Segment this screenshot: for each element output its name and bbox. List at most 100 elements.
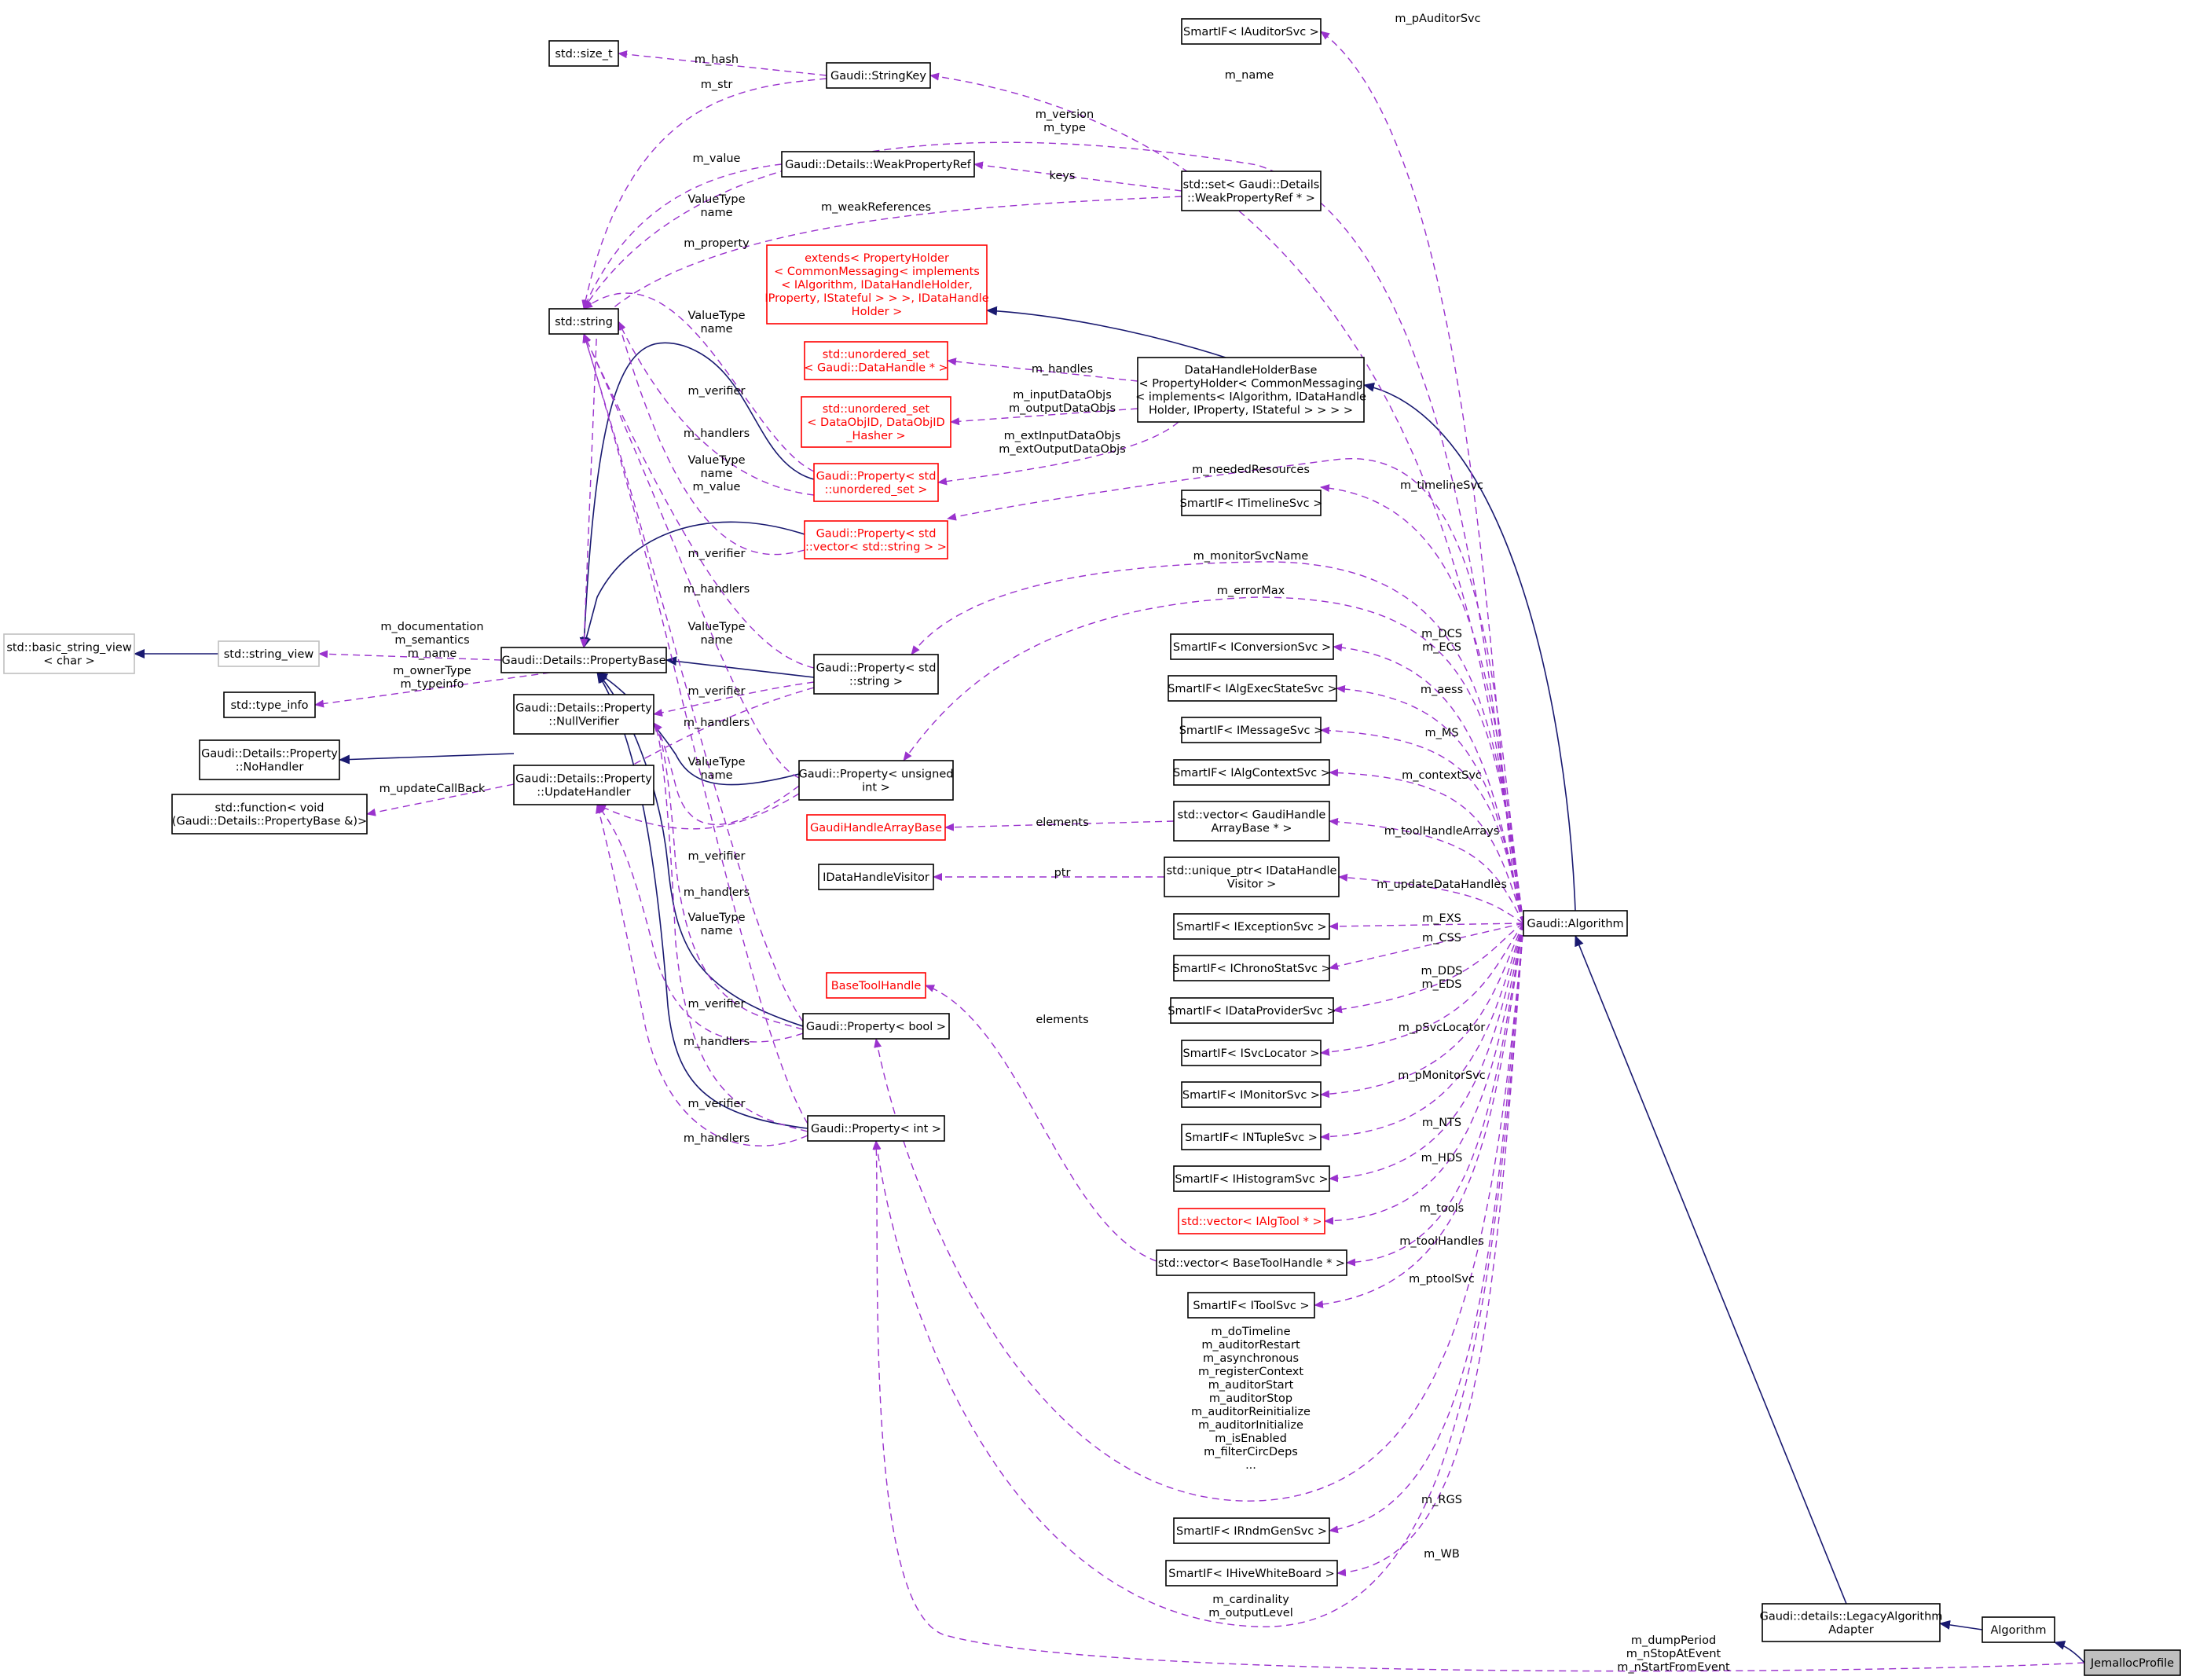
class-node-chronostat[interactable]: SmartIF< IChronoStatSvc > <box>1172 955 1331 981</box>
class-node-updatehandler[interactable]: Gaudi::Details::Property::UpdateHandler <box>513 765 654 805</box>
class-node-size_t[interactable]: std::size_t <box>548 40 619 67</box>
class-node-label: < CommonMessaging< implements <box>774 266 980 278</box>
class-node-vec_algtool[interactable]: std::vector< IAlgTool * > <box>1178 1208 1325 1234</box>
edge-label-vt2: name <box>700 323 732 336</box>
class-node-uset_dh[interactable]: std::unordered_set< Gaudi::DataHandle * … <box>804 341 948 380</box>
class-node-conversionsvc[interactable]: SmartIF< IConversionSvc > <box>1170 633 1334 660</box>
class-node-box <box>500 647 667 673</box>
class-node-vec_bth[interactable]: std::vector< BaseToolHandle * > <box>1156 1249 1347 1276</box>
class-node-svclocator[interactable]: SmartIF< ISvcLocator > <box>1181 1040 1322 1066</box>
class-node-label: SmartIF< ISvcLocator > <box>1182 1047 1319 1060</box>
class-node-messagesvc[interactable]: SmartIF< IMessageSvc > <box>1179 717 1324 743</box>
class-node-basetoolhandle[interactable]: BaseToolHandle <box>826 972 926 999</box>
class-node-label: Gaudi::Property< std <box>816 471 937 483</box>
class-node-stdfunction[interactable]: std::function< void(Gaudi::Details::Prop… <box>171 794 368 834</box>
class-node-box <box>804 341 948 380</box>
class-node-label: SmartIF< IAlgContextSvc > <box>1173 767 1330 779</box>
edge-label-m_pSvcLocator: m_pSvcLocator <box>1399 1022 1485 1034</box>
class-node-basic_sv[interactable]: std::basic_string_view< char > <box>3 633 135 674</box>
edge-label-elements2: elements <box>1036 1014 1088 1026</box>
class-node-label: ::NoHandler <box>236 761 304 774</box>
class-node-algcontext[interactable]: SmartIF< IAlgContextSvc > <box>1173 759 1330 786</box>
edge-label-m_documentation: m_name <box>408 647 457 660</box>
class-node-label: SmartIF< IAlgExecStateSvc > <box>1168 683 1337 695</box>
class-node-box <box>1181 490 1322 516</box>
class-node-setweak[interactable]: std::set< Gaudi::Details::WeakPropertyRe… <box>1181 171 1322 211</box>
class-node-weakref[interactable]: Gaudi::Details::WeakPropertyRef <box>781 151 975 178</box>
usage-edge-45 <box>1320 923 1524 1099</box>
class-node-algorithm[interactable]: Algorithm <box>1982 1616 2055 1643</box>
class-node-label: std::set< Gaudi::Details <box>1183 179 1320 192</box>
class-node-prop_bool[interactable]: Gaudi::Property< bool > <box>802 1013 950 1040</box>
usage-edge-22 <box>618 321 815 496</box>
class-node-vec_gha[interactable]: std::vector< GaudiHandleArrayBase * > <box>1173 801 1330 842</box>
class-node-nullverifier[interactable]: Gaudi::Details::Property::NullVerifier <box>513 694 654 735</box>
class-node-label: Gaudi::Details::PropertyBase <box>501 655 665 667</box>
class-node-box <box>806 814 946 841</box>
edge-label-m_contextSvc: m_contextSvc <box>1402 769 1482 782</box>
class-node-ntuplesvc[interactable]: SmartIF< INTupleSvc > <box>1181 1124 1322 1150</box>
class-node-monitorsvc[interactable]: SmartIF< IMonitorSvc > <box>1181 1081 1322 1108</box>
usage-edge-61 <box>653 681 815 717</box>
class-node-jemalloc[interactable]: JemallocProfile <box>2084 1649 2181 1676</box>
usage-edge-15 <box>581 78 827 310</box>
edge-label-vt4: name <box>700 634 732 647</box>
class-node-dataprovider[interactable]: SmartIF< IDataProviderSvc > <box>1168 997 1336 1024</box>
class-node-string_view[interactable]: std::string_view <box>218 640 320 667</box>
class-node-histogramsvc[interactable]: SmartIF< IHistogramSvc > <box>1173 1165 1330 1192</box>
edge-label-m_verifier5: m_verifier <box>688 998 746 1011</box>
class-node-label: std::string_view <box>224 648 314 661</box>
class-node-label: ::vector< std::string > > <box>805 541 947 554</box>
usage-edge-25 <box>937 421 1179 486</box>
edge-label-m_handlers2: m_handlers <box>684 583 750 596</box>
class-node-label: std::size_t <box>555 48 613 61</box>
class-node-label: Gaudi::Property< bool > <box>806 1021 946 1033</box>
class-node-box <box>1178 1208 1325 1234</box>
class-node-idhvisitor[interactable]: IDataHandleVisitor <box>818 864 934 890</box>
edge-label-m_value: m_value <box>693 152 741 165</box>
edge-label-m_name: m_name <box>1225 69 1274 82</box>
class-node-type_info[interactable]: std::type_info <box>223 691 316 718</box>
class-node-toolsvc[interactable]: SmartIF< IToolSvc > <box>1187 1292 1315 1319</box>
class-node-uset_doid[interactable]: std::unordered_set< DataObjID, DataObjID… <box>801 396 951 448</box>
class-node-propbase[interactable]: Gaudi::Details::PropertyBase <box>500 647 667 673</box>
class-node-box <box>1173 1165 1330 1192</box>
class-node-string[interactable]: std::string <box>548 308 619 335</box>
class-node-algorithm_g[interactable]: Gaudi::Algorithm <box>1523 910 1628 937</box>
class-node-prop_string[interactable]: Gaudi::Property< std::string > <box>813 654 939 695</box>
edge-label-m_pAuditorSvc: m_pAuditorSvc <box>1395 13 1480 25</box>
class-node-label: Gaudi::Details::WeakPropertyRef <box>785 159 972 171</box>
class-node-algexec[interactable]: SmartIF< IAlgExecStateSvc > <box>1168 675 1337 702</box>
edge-label-m_pMonitorSvc: m_pMonitorSvc <box>1398 1069 1485 1082</box>
class-node-hivewb[interactable]: SmartIF< IHiveWhiteBoard > <box>1165 1560 1338 1586</box>
edge-label-m_doTimeline: ... <box>1245 1459 1256 1472</box>
edge-label-m_updateDataHandles: m_updateDataHandles <box>1377 879 1507 891</box>
class-node-prop_vec[interactable]: Gaudi::Property< std::vector< std::strin… <box>804 520 948 559</box>
class-node-label: < PropertyHolder< CommonMessaging <box>1138 378 1362 391</box>
class-node-stringkey[interactable]: Gaudi::StringKey <box>826 62 931 89</box>
class-node-box <box>513 694 654 735</box>
class-node-label: Holder, IProperty, IStateful > > > > <box>1149 405 1353 417</box>
usage-edge-54 <box>874 923 1524 1502</box>
class-node-dhhb[interactable]: DataHandleHolderBase< PropertyHolder< Co… <box>1135 357 1366 423</box>
class-node-uptr_dhv[interactable]: std::unique_ptr< IDataHandleVisitor > <box>1164 857 1340 897</box>
class-node-label: SmartIF< IHiveWhiteBoard > <box>1168 1568 1334 1580</box>
edge-label-keys: keys <box>1050 170 1076 182</box>
class-node-timelinesvc[interactable]: SmartIF< ITimelineSvc > <box>1180 490 1323 516</box>
class-node-exceptionsvc[interactable]: SmartIF< IExceptionSvc > <box>1173 913 1330 940</box>
inheritance-edge-7 <box>665 656 815 678</box>
class-node-prop_int[interactable]: Gaudi::Property< int > <box>807 1115 945 1142</box>
class-node-label: std::unordered_set <box>823 403 930 416</box>
class-node-prop_uset[interactable]: Gaudi::Property< std::unordered_set > <box>813 463 939 502</box>
class-node-label: Gaudi::StringKey <box>830 70 926 83</box>
class-node-extends[interactable]: extends< PropertyHolder< CommonMessaging… <box>764 244 989 325</box>
class-node-nohandler[interactable]: Gaudi::Details::Property::NoHandler <box>199 739 340 780</box>
usage-edge-32 <box>314 672 551 708</box>
class-node-rndmgen[interactable]: SmartIF< IRndmGenSvc > <box>1173 1517 1330 1544</box>
class-node-gaudihandlearraybase[interactable]: GaudiHandleArrayBase <box>806 814 946 841</box>
class-node-label: SmartIF< IMessageSvc > <box>1179 724 1324 737</box>
edges <box>134 31 2085 1672</box>
class-node-auditorsvc[interactable]: SmartIF< IAuditorSvc > <box>1181 18 1322 45</box>
